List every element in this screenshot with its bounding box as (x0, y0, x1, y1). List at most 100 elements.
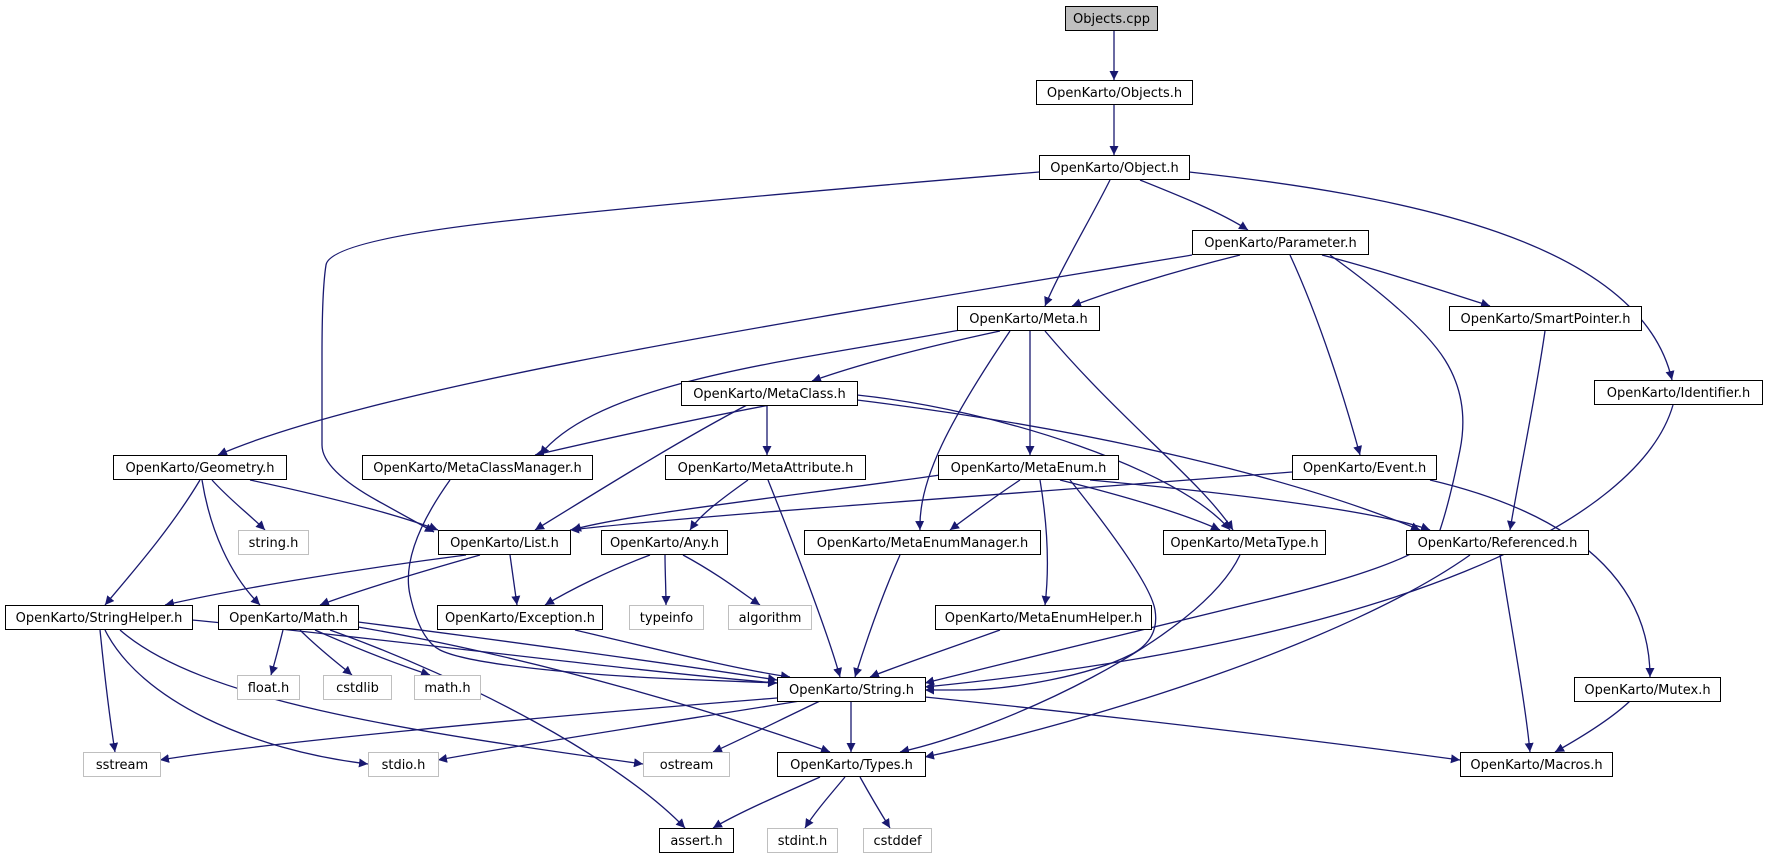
node-label: OpenKarto/SmartPointer.h (1461, 312, 1631, 327)
node-ostream: ostream (643, 752, 730, 777)
node-referenced-h[interactable]: OpenKarto/Referenced.h (1406, 530, 1589, 555)
edge-types_h-to-assert_h (712, 776, 821, 829)
node-math-h[interactable]: OpenKarto/Math.h (218, 605, 359, 630)
edge-metaattribute_h-to-any_h (689, 479, 749, 531)
node-label: OpenKarto/Exception.h (445, 611, 595, 626)
node-geometry-h[interactable]: OpenKarto/Geometry.h (113, 455, 287, 480)
node-stringhelper-h[interactable]: OpenKarto/StringHelper.h (5, 605, 193, 630)
node-box (1574, 677, 1721, 702)
node-metatype-h[interactable]: OpenKarto/MetaType.h (1163, 530, 1326, 555)
edge-metaenumhelper_h-to-okstring_h (869, 629, 1001, 678)
node-math-h-sys: math.h (414, 675, 481, 700)
node-label: OpenKarto/Types.h (790, 758, 913, 773)
edge-math_h-to-cstdlib (299, 629, 353, 676)
node-event-h[interactable]: OpenKarto/Event.h (1292, 455, 1437, 480)
node-metaclass-h[interactable]: OpenKarto/MetaClass.h (681, 381, 858, 406)
nodes-layer: Objects.cppOpenKarto/Objects.hOpenKarto/… (5, 6, 1763, 853)
node-float-h: float.h (237, 675, 300, 700)
edge-types_h-to-stdint_h (804, 776, 846, 829)
node-metaattribute-h[interactable]: OpenKarto/MetaAttribute.h (665, 455, 866, 480)
node-label: float.h (248, 681, 290, 696)
edge-arrow (437, 700, 801, 763)
node-label: OpenKarto/List.h (450, 536, 559, 551)
edge-any_h-to-typeinfo (661, 554, 671, 606)
node-label: cstddef (873, 834, 922, 849)
edge-arrow (509, 554, 521, 606)
node-label: OpenKarto/MetaEnum.h (951, 461, 1107, 476)
edge-arrow (859, 776, 891, 829)
node-parameter-h[interactable]: OpenKarto/Parameter.h (1192, 230, 1369, 255)
node-label: OpenKarto/Macros.h (1470, 758, 1602, 773)
node-meta-h[interactable]: OpenKarto/Meta.h (957, 306, 1100, 331)
node-box (237, 675, 300, 700)
node-assert-h[interactable]: assert.h (659, 828, 734, 853)
node-box (1460, 752, 1613, 777)
edge-metaclass_h-to-metatype_h (856, 394, 1231, 531)
node-smartpointer-h[interactable]: OpenKarto/SmartPointer.h (1449, 306, 1642, 331)
edge-types_h-to-cstddef (859, 776, 891, 829)
node-stdint-h: stdint.h (767, 828, 838, 853)
edge-identifier_h-to-okstring_h (924, 404, 1674, 691)
edge-referenced_h-to-types_h (924, 554, 1471, 760)
edge-metaclassmanager_h-to-okstring_h (407, 479, 778, 688)
node-okstring-h[interactable]: OpenKarto/String.h (777, 677, 926, 702)
edge-arrow (1059, 479, 1221, 531)
edge-arrow (164, 554, 467, 608)
edge-metaclass_h-to-metaclassmanager_h (534, 404, 771, 458)
node-box (665, 455, 866, 480)
node-list-h[interactable]: OpenKarto/List.h (438, 530, 571, 555)
node-label: Objects.cpp (1073, 12, 1150, 27)
edge-list_h-to-exception_h (509, 554, 521, 606)
edge-arrow (1429, 479, 1655, 678)
node-label: cstdlib (336, 681, 379, 696)
edge-arrow (319, 554, 481, 607)
node-label: OpenKarto/MetaAttribute.h (678, 461, 854, 476)
node-label: OpenKarto/MetaClassManager.h (373, 461, 581, 476)
edge-metatype_h-to-types_h (899, 554, 1241, 755)
node-label: OpenKarto/StringHelper.h (16, 611, 183, 626)
node-object-h[interactable]: OpenKarto/Object.h (1039, 155, 1190, 180)
node-box (1594, 380, 1763, 405)
edge-geometry_h-to-list_h (249, 479, 439, 532)
node-any-h[interactable]: OpenKarto/Any.h (601, 530, 728, 555)
node-metaenum-h[interactable]: OpenKarto/MetaEnum.h (938, 455, 1119, 480)
node-objects-cpp[interactable]: Objects.cpp (1065, 6, 1158, 31)
node-label: OpenKarto/Mutex.h (1584, 683, 1710, 698)
node-exception-h[interactable]: OpenKarto/Exception.h (437, 605, 603, 630)
node-box (643, 752, 730, 777)
node-box (1163, 530, 1326, 555)
edge-arrow (329, 629, 686, 829)
node-box (863, 828, 932, 853)
edge-arrow (269, 629, 284, 676)
node-box (83, 752, 161, 777)
node-identifier-h[interactable]: OpenKarto/Identifier.h (1594, 380, 1763, 405)
edge-event_h-to-list_h (569, 471, 1293, 534)
node-mutex-h[interactable]: OpenKarto/Mutex.h (1574, 677, 1721, 702)
edge-metaenum_h-to-list_h (571, 474, 941, 532)
edge-arrow (915, 330, 1011, 531)
node-metaenummanager-h[interactable]: OpenKarto/MetaEnumManager.h (804, 530, 1041, 555)
node-macros-h[interactable]: OpenKarto/Macros.h (1460, 752, 1613, 777)
edge-arrow (869, 629, 1001, 678)
node-box (777, 752, 926, 777)
node-label: math.h (424, 681, 470, 696)
edge-arrow (1188, 171, 1675, 381)
node-string-h-sys: string.h (238, 530, 309, 555)
node-label: stdio.h (382, 758, 426, 773)
edge-okstring_h-to-sstream (159, 697, 778, 763)
node-label: OpenKarto/MetaEnumHelper.h (945, 611, 1143, 626)
edge-arrow (925, 479, 1157, 695)
edge-arrow (924, 254, 1464, 686)
node-types-h[interactable]: OpenKarto/Types.h (777, 752, 926, 777)
node-metaclassmanager-h[interactable]: OpenKarto/MetaClassManager.h (362, 455, 593, 480)
node-metaenumhelper-h[interactable]: OpenKarto/MetaEnumHelper.h (935, 605, 1152, 630)
edge-arrow (104, 629, 369, 768)
edge-arrow (661, 554, 671, 606)
edge-event_h-to-mutex_h (1429, 479, 1655, 678)
node-box (5, 605, 193, 630)
node-box (804, 530, 1041, 555)
node-box (629, 605, 704, 630)
edge-okstring_h-to-stdio_h (437, 700, 801, 763)
node-objects-h[interactable]: OpenKarto/Objects.h (1036, 80, 1193, 105)
edge-arrow (924, 554, 1471, 760)
